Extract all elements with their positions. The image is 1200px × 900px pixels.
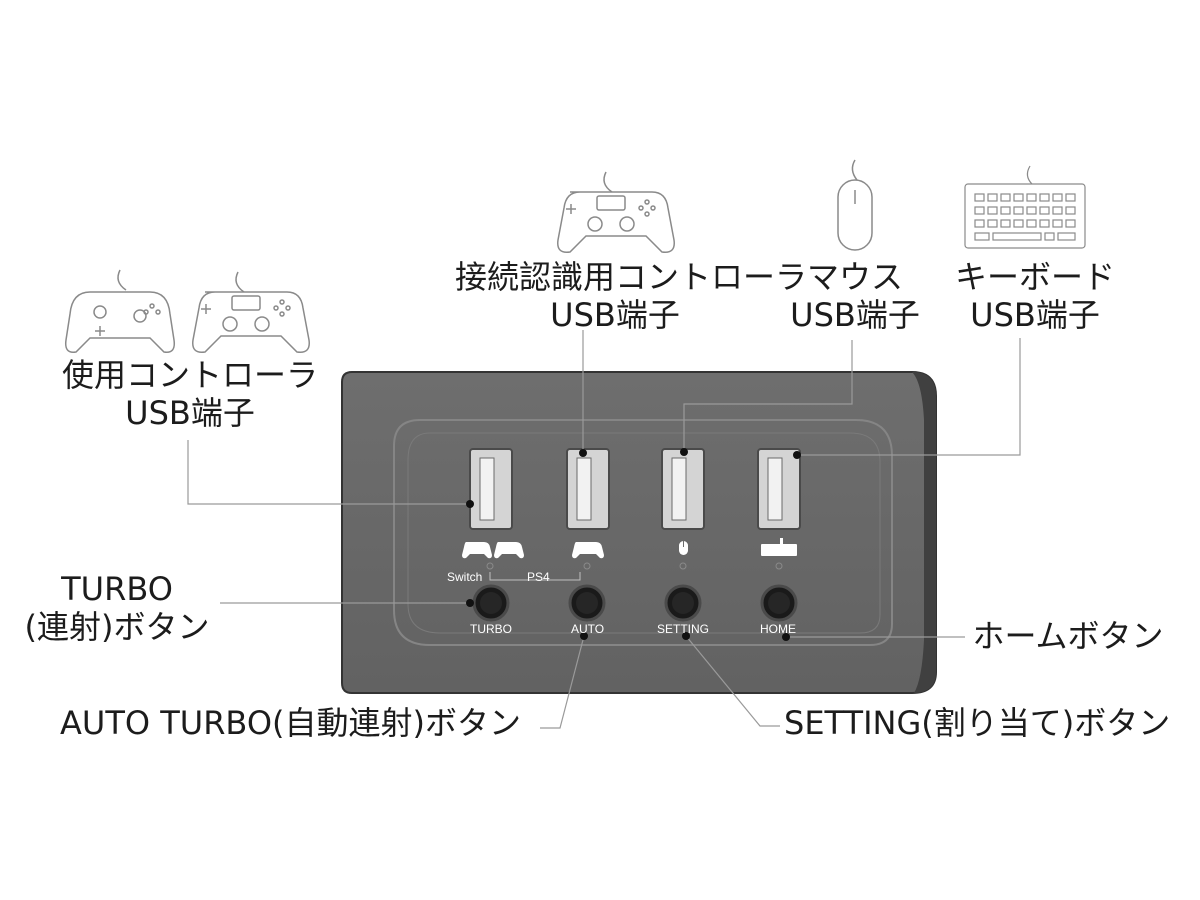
keyboard-peripheral-icon	[964, 165, 1086, 249]
callout-line: SETTING(割り当て)ボタン	[784, 704, 1171, 742]
callout-line: 接続認識用コントローラ	[455, 258, 808, 296]
callout-controller-usb: 使用コントローラ USB端子	[60, 356, 320, 432]
hub-device-body	[341, 371, 937, 694]
callout-line: キーボード	[954, 258, 1115, 296]
button-label-auto: AUTO	[571, 622, 605, 636]
callout-setting-button: SETTING(割り当て)ボタン	[784, 704, 1184, 742]
mode-switch-bracket	[489, 572, 581, 581]
callout-line: 使用コントローラ	[61, 356, 318, 394]
leader-lines	[187, 330, 1021, 729]
usb-port-controller[interactable]	[469, 448, 513, 530]
leader-dots	[466, 448, 801, 641]
gamepad-icon	[572, 542, 604, 559]
setting-button[interactable]	[664, 584, 702, 622]
callout-line: USB端子	[970, 296, 1100, 334]
callout-line: マウス	[806, 258, 903, 296]
home-button[interactable]	[760, 584, 798, 622]
callout-home-button: ホームボタン	[968, 617, 1168, 655]
keyboard-icon	[761, 538, 797, 556]
ps4-controller-icon	[557, 171, 675, 253]
switch-pro-controller-icon	[64, 269, 176, 353]
ps4-controller-icon	[192, 271, 310, 353]
callout-keyboard-usb: キーボード USB端子	[945, 258, 1125, 334]
callout-line: ホームボタン	[972, 617, 1164, 655]
button-label-setting: SETTING	[657, 622, 710, 636]
callout-auth-controller-usb: 接続認識用コントローラ USB端子	[455, 258, 808, 334]
callout-auto-turbo-button: AUTO TURBO(自動連射)ボタン	[60, 704, 540, 742]
callout-line: USB端子	[125, 394, 255, 432]
callout-line: (連射)ボタン	[24, 608, 210, 646]
mouse-peripheral-icon	[837, 159, 873, 251]
two-gamepads-icon	[462, 542, 524, 559]
button-label-turbo: TURBO	[470, 622, 512, 636]
mode-label-switch: Switch	[447, 570, 483, 584]
usb-port-keyboard[interactable]	[757, 448, 801, 530]
usb-port-auth-controller[interactable]	[566, 448, 610, 530]
callout-line: USB端子	[790, 296, 920, 334]
callout-turbo-button: TURBO (連射)ボタン	[12, 570, 222, 646]
callout-line: USB端子	[550, 296, 680, 334]
callout-line: AUTO TURBO(自動連射)ボタン	[60, 704, 521, 742]
mouse-icon	[679, 541, 688, 555]
turbo-button[interactable]	[472, 584, 510, 622]
auto-button[interactable]	[568, 584, 606, 622]
button-label-home: HOME	[760, 622, 796, 636]
mode-label-ps4: PS4	[527, 570, 550, 584]
callout-line: TURBO	[61, 570, 173, 608]
callout-mouse-usb: マウス USB端子	[780, 258, 930, 334]
usb-port-mouse[interactable]	[661, 448, 705, 530]
led-indicators	[486, 562, 783, 570]
